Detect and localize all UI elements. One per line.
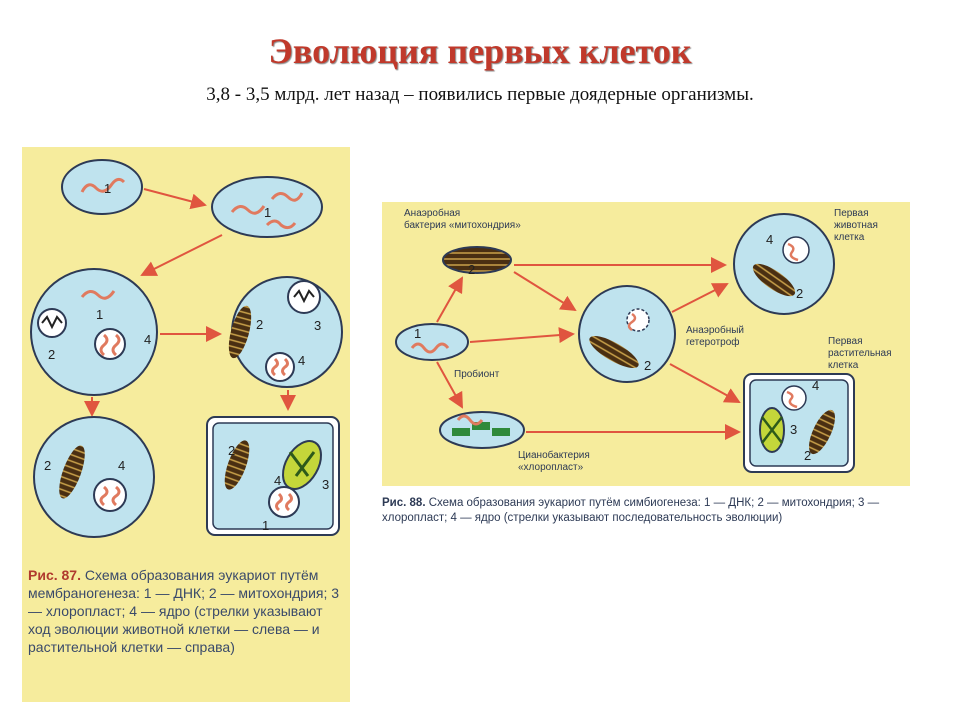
figure-87-text: Схема образования эукариот путём мембран…: [28, 567, 340, 655]
label-4: 4: [144, 332, 151, 347]
label-anaerobic-2: бактерия «митохондрия»: [404, 219, 521, 231]
figure-87-caption: Рис. 87. Схема образования эукариот путё…: [22, 550, 350, 702]
label-3: 3: [790, 422, 797, 437]
arrow: [143, 188, 207, 210]
slide-subtitle: 3,8 - 3,5 млрд. лет назад – появились пе…: [206, 84, 754, 105]
label-cyano-2: «хлоропласт»: [518, 462, 584, 473]
slide-title: Эволюция первых клеток: [268, 31, 692, 71]
label-3b: 3: [322, 477, 329, 492]
label-2d: 2: [804, 448, 811, 463]
figure-87-label: Рис. 87.: [28, 567, 81, 583]
dna-loop-icon: [80, 177, 126, 193]
label-animal-3: клетка: [834, 232, 865, 243]
label-2d: 2: [228, 443, 235, 458]
label-2: 2: [468, 262, 475, 277]
label-2c: 2: [796, 286, 803, 301]
label-2: 2: [48, 347, 55, 362]
symbiogenesis-svg: Анаэробная бактерия «митохондрия» 2 1 Пр…: [395, 207, 892, 473]
figure-88-label: Рис. 88.: [382, 497, 426, 509]
label-heterotroph-2: гетеротроф: [686, 336, 740, 348]
label-4: 4: [766, 232, 773, 247]
figure-88-caption: Рис. 88. Схема образования эукариот путё…: [382, 496, 910, 526]
label-1d: 1: [262, 518, 269, 533]
label-1b: 1: [264, 205, 271, 220]
dividing-dna-cell: [211, 176, 323, 238]
label-1c: 1: [96, 307, 103, 322]
arrow: [140, 234, 223, 276]
label-3: 3: [314, 318, 321, 333]
figure-88-text: Схема образования эукариот путём симбиог…: [382, 497, 880, 524]
label-4b: 4: [298, 353, 305, 368]
arrow: [436, 276, 463, 323]
label-1: 1: [104, 181, 111, 196]
anaerobic-bacterium: [442, 246, 512, 274]
arrow: [469, 327, 575, 344]
first-animal-cell: [733, 213, 835, 315]
label-probiont: Пробионт: [454, 368, 500, 380]
label-2b: 2: [256, 317, 263, 332]
label-4b: 4: [812, 378, 819, 393]
label-2b: 2: [644, 358, 651, 373]
membranogenesis-diagram: 1 1 1 2 4 2 3 4 2: [22, 147, 350, 550]
label-plant-1: Первая: [828, 336, 863, 347]
label-cyano-1: Цианобактерия: [518, 449, 590, 461]
prokaryote-cell: [61, 159, 143, 215]
label-plant-3: клетка: [828, 360, 859, 371]
membranogenesis-svg: 1 1 1 2 4 2 3 4 2: [30, 159, 343, 538]
label-animal-2: животная: [834, 220, 878, 231]
symbiogenesis-diagram: Анаэробная бактерия «митохондрия» 2 1 Пр…: [382, 202, 910, 486]
anaerobic-heterotroph-cell: [578, 285, 676, 383]
arrow: [669, 363, 741, 403]
arrow: [436, 361, 463, 409]
animal-cell: [33, 416, 155, 538]
probiont-cell: [395, 323, 469, 361]
label-2c: 2: [44, 458, 51, 473]
membrane-cell: [30, 268, 158, 396]
label-animal-1: Первая: [834, 208, 869, 219]
label-heterotroph-1: Анаэробный: [686, 324, 744, 336]
label-4d: 4: [274, 473, 281, 488]
label-plant-2: растительная: [828, 348, 892, 359]
label-1: 1: [414, 326, 421, 341]
arrow: [513, 271, 577, 312]
label-anaerobic-1: Анаэробная: [404, 207, 460, 219]
arrow: [671, 283, 729, 313]
label-4c: 4: [118, 458, 125, 473]
